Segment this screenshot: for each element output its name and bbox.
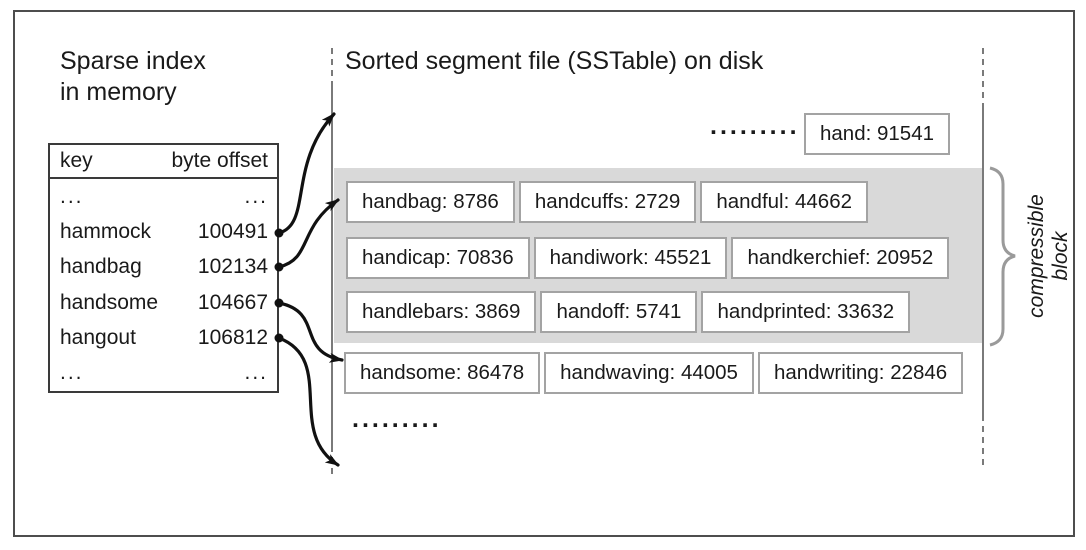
entry-handprinted: handprinted: 33632 — [701, 291, 911, 333]
segment-row-2: handicap: 70836 handiwork: 45521 handker… — [346, 237, 950, 279]
segment-row-4: handsome: 86478 handwaving: 44005 handwr… — [344, 352, 964, 394]
table-row: ... ... — [50, 356, 277, 391]
row-offset: 100491 — [197, 219, 268, 243]
row-key: handbag — [60, 255, 142, 279]
ellipsis-after-rows: ......... — [352, 405, 442, 433]
table-row: hangout 106812 — [50, 320, 277, 355]
entry-handoff: handoff: 5741 — [540, 291, 698, 333]
entry-handsome: handsome: 86478 — [344, 352, 541, 394]
index-table-header: key byte offset — [50, 145, 277, 179]
table-row: ... ... — [50, 179, 277, 214]
table-row: handbag 102134 — [50, 250, 277, 285]
entry-handkerchief: handkerchief: 20952 — [731, 237, 950, 279]
memory-title-line1: Sparse index — [60, 47, 206, 75]
entry-handicap: handicap: 70836 — [346, 237, 530, 279]
segment-row-3: handlebars: 3869 handoff: 5741 handprint… — [346, 291, 911, 333]
memory-title-line2: in memory — [60, 78, 177, 106]
entry-handwriting: handwriting: 22846 — [757, 352, 964, 394]
row-offset: ... — [244, 361, 268, 385]
entry-handful: handful: 44662 — [700, 181, 868, 223]
row-offset: ... — [244, 184, 268, 208]
row-key: hangout — [60, 325, 136, 349]
entry-handlebars: handlebars: 3869 — [346, 291, 537, 333]
col-header-byte-offset: byte offset — [171, 149, 268, 172]
row-offset: 106812 — [197, 325, 268, 349]
compressible-block-label: compressible block — [1025, 194, 1072, 318]
row-offset: 102134 — [197, 255, 268, 279]
segment-row-1: handbag: 8786 handcuffs: 2729 handful: 4… — [346, 181, 868, 223]
entry-handwaving: handwaving: 44005 — [544, 352, 754, 394]
entry-handbag: handbag: 8786 — [346, 181, 515, 223]
row-key: handsome — [60, 290, 159, 314]
entry-handcuffs: handcuffs: 2729 — [518, 181, 697, 223]
entry-handiwork: handiwork: 45521 — [533, 237, 728, 279]
table-row: handsome 104667 — [50, 285, 277, 320]
entry-hand: hand: 91541 — [804, 113, 951, 155]
row-key: hammock — [60, 219, 152, 243]
col-header-key: key — [60, 149, 93, 172]
sparse-index-table: key byte offset ... ... hammock 100491 h… — [48, 143, 279, 393]
table-row: hammock 100491 — [50, 214, 277, 249]
row-offset: 104667 — [197, 290, 268, 314]
memory-title: Sparse index in memory — [60, 46, 206, 108]
ellipsis-before-hand-entry: ......... — [710, 112, 800, 140]
sstable-title: Sorted segment file (SSTable) on disk — [345, 47, 764, 75]
row-key: ... — [60, 361, 84, 385]
row-key: ... — [60, 184, 84, 208]
